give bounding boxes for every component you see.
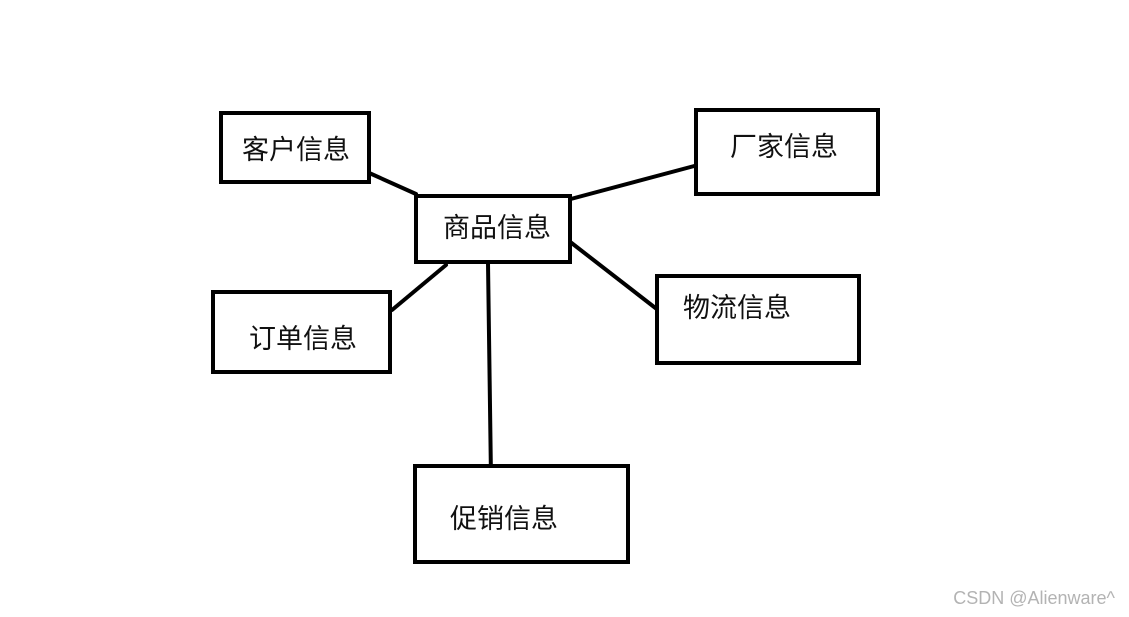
node-product [414,194,572,264]
edge-product-customer [365,170,418,196]
node-promotion-label: 促销信息 [450,504,558,535]
edge-product-manufacturer [565,163,700,202]
node-manufacturer-label: 厂家信息 [730,132,838,163]
node-logistics [655,274,861,365]
node-order [211,290,392,374]
node-product-label: 商品信息 [443,213,551,244]
node-manufacturer [694,108,880,196]
edge-product-logistics [567,239,660,312]
node-customer [219,111,371,184]
node-order-label: 订单信息 [249,324,357,355]
node-promotion [413,464,630,564]
node-logistics-label: 物流信息 [683,293,791,324]
edge-product-order [390,263,448,312]
node-customer-label: 客户信息 [242,135,350,166]
watermark: CSDN @Alienware^ [953,588,1115,608]
edge-product-promotion [486,261,493,480]
